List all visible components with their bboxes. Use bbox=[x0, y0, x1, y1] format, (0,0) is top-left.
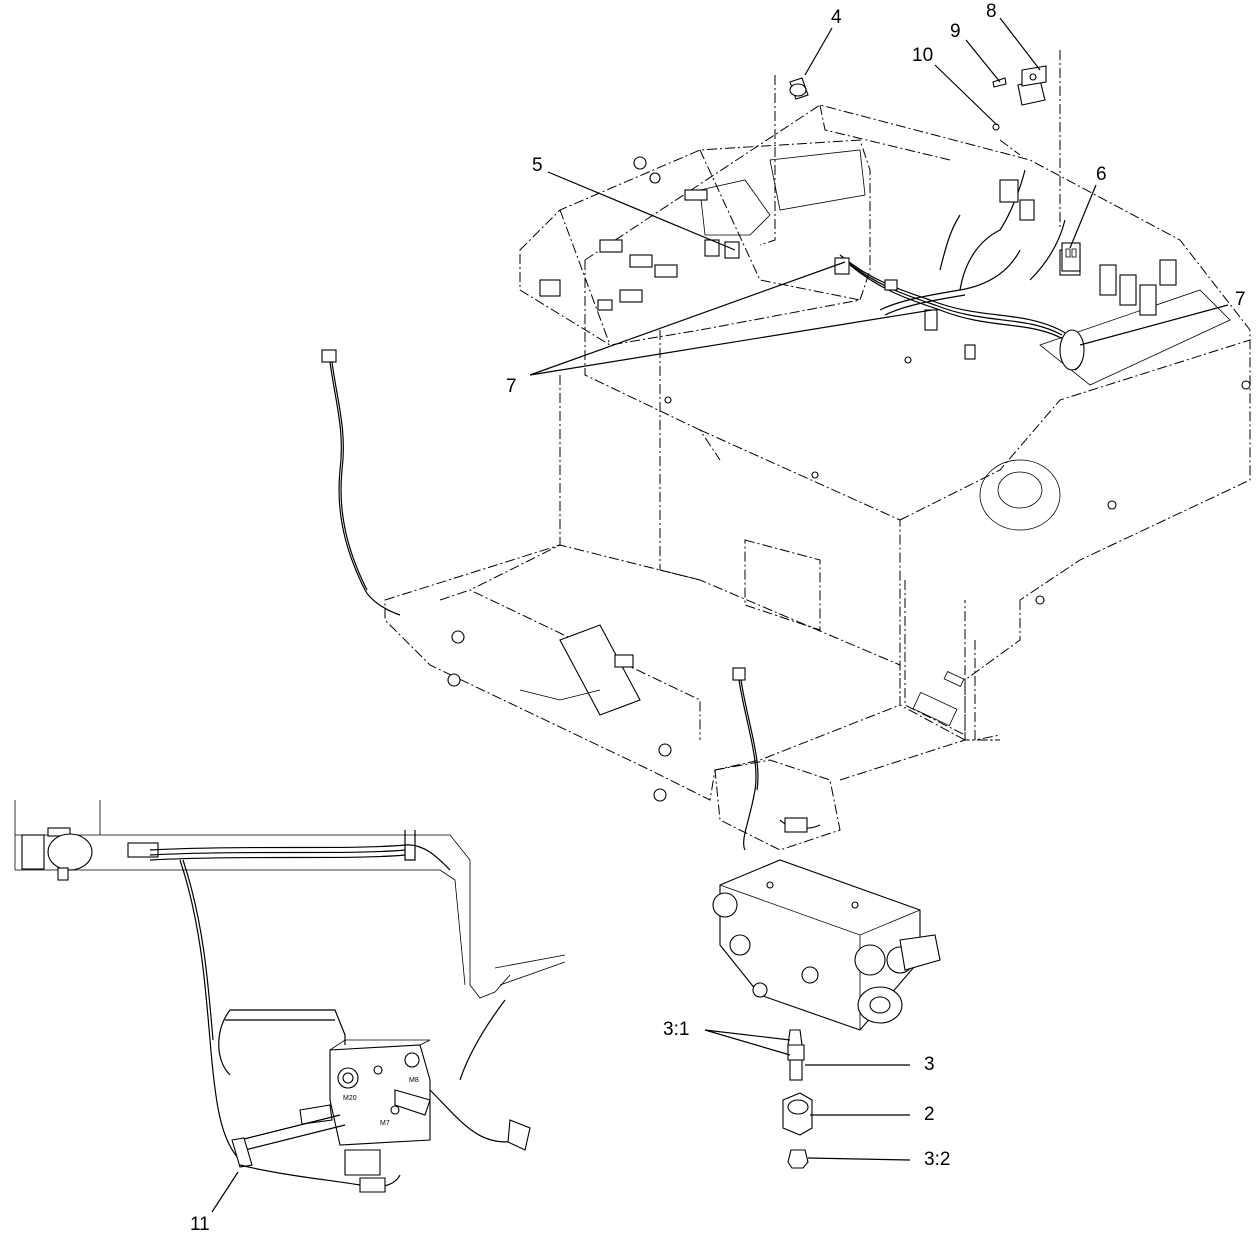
relay-item-8 bbox=[1017, 65, 1047, 106]
detail-view bbox=[14, 800, 566, 1193]
sensor-wire-middle bbox=[732, 667, 821, 851]
sensor-wire-left bbox=[321, 349, 401, 616]
callout-10: 10 bbox=[912, 45, 934, 66]
screw-item-9 bbox=[992, 77, 1007, 88]
hydraulic-manifold bbox=[712, 859, 941, 1031]
relay-item-6 bbox=[1061, 242, 1081, 272]
callout-7-left: 7 bbox=[506, 376, 517, 397]
deck-bracket bbox=[519, 624, 641, 716]
plug-item-4 bbox=[789, 77, 809, 100]
callout-3-1: 3:1 bbox=[663, 1019, 690, 1040]
callout-3: 3 bbox=[924, 1054, 935, 1075]
callout-11: 11 bbox=[190, 1214, 210, 1235]
assembly-lines bbox=[759, 50, 1061, 246]
valve-mark-m20: M20 bbox=[343, 1095, 357, 1102]
callout-2: 2 bbox=[924, 1104, 935, 1125]
callout-9: 9 bbox=[950, 21, 961, 42]
callout-4: 4 bbox=[831, 7, 842, 28]
wire-harness bbox=[834, 169, 1177, 371]
valve-mark-m8: M8 bbox=[409, 1077, 419, 1084]
valve-mark-m7: M7 bbox=[380, 1120, 390, 1127]
leader-lines bbox=[211, 17, 1229, 1213]
callout-6: 6 bbox=[1096, 164, 1107, 185]
washer-item-10 bbox=[992, 123, 1000, 131]
machine-frame bbox=[384, 104, 1251, 851]
callout-8: 8 bbox=[986, 1, 997, 22]
control-console bbox=[539, 156, 740, 311]
callout-7-right: 7 bbox=[1235, 289, 1246, 310]
callout-5: 5 bbox=[532, 155, 543, 176]
callout-3-2: 3:2 bbox=[924, 1149, 951, 1170]
pressure-sensor-stack bbox=[782, 1029, 813, 1169]
